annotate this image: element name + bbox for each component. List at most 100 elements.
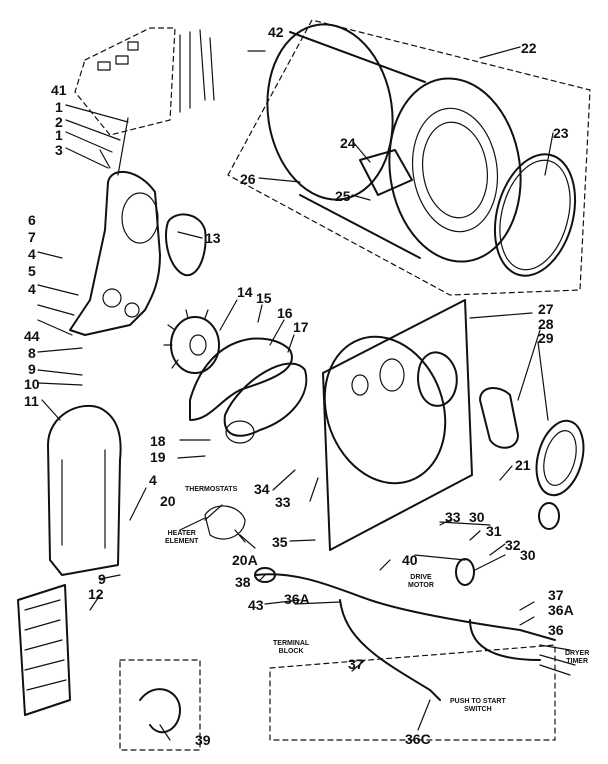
part-label: 15 — [256, 290, 272, 306]
idler-wheel — [538, 502, 560, 530]
bulkhead-port — [379, 358, 405, 392]
part-label: 36A — [548, 602, 574, 618]
motor-pulley — [455, 558, 475, 586]
part-label: 29 — [538, 330, 554, 346]
part-label: 30 — [469, 509, 485, 525]
part-label: 4 — [28, 246, 36, 262]
part-label: 27 — [538, 301, 554, 317]
part-label: 1 — [55, 99, 63, 115]
exhaust-grill — [535, 419, 585, 497]
drum-outline — [227, 19, 591, 296]
part-label: 23 — [553, 125, 569, 141]
part-label: 34 — [254, 481, 270, 497]
part-label: 21 — [515, 457, 531, 473]
blower-housing — [69, 170, 161, 336]
part-label: 37 — [548, 587, 564, 603]
seal-ring — [164, 213, 207, 277]
part-label: 20 — [160, 493, 176, 509]
bulkhead-port — [351, 374, 369, 396]
element-coils — [24, 599, 67, 691]
part-label: 8 — [28, 345, 36, 361]
part-label: 14 — [237, 284, 253, 300]
caption-drive-motor: DRIVE MOTOR — [408, 574, 434, 589]
part-label: 25 — [335, 188, 351, 204]
harness-main — [254, 573, 556, 641]
part-label: 9 — [28, 361, 36, 377]
part-label: 4 — [28, 281, 36, 297]
idler-assembly — [223, 362, 308, 437]
part-label: 39 — [195, 732, 211, 748]
motor-links — [414, 521, 491, 561]
wire-clip — [139, 688, 181, 734]
caption-thermostats: THERMOSTATS — [185, 486, 238, 493]
part-label: 5 — [28, 263, 36, 279]
caption-push-to-start: PUSH TO START SWITCH — [450, 698, 506, 713]
leader-lines — [37, 46, 554, 741]
part-label: 19 — [150, 449, 166, 465]
part-label: 12 — [88, 586, 104, 602]
thermostat — [204, 505, 246, 540]
part-label: 36 — [548, 622, 564, 638]
caption-dryer-timer: DRYER TIMER — [565, 650, 590, 665]
part-label: 26 — [240, 171, 256, 187]
part-label: 44 — [24, 328, 40, 344]
part-label: 4 — [149, 472, 157, 488]
part-label: 13 — [205, 230, 221, 246]
part-label: 17 — [293, 319, 309, 335]
heater-edges — [61, 449, 106, 549]
drum-seal-inner — [499, 159, 571, 271]
kit-screws — [179, 29, 215, 113]
wire-lead — [99, 117, 129, 176]
harness-branch — [339, 599, 441, 701]
part-label: 9 — [98, 571, 106, 587]
harness-branch — [469, 619, 541, 661]
housing-hole — [102, 288, 122, 308]
part-label: 22 — [521, 40, 537, 56]
part-label: 24 — [340, 135, 356, 151]
part-label: 1 — [55, 127, 63, 143]
part-label: 20A — [232, 552, 258, 568]
blower-opening — [121, 192, 159, 244]
part-label: 16 — [277, 305, 293, 321]
part-label: 11 — [24, 393, 39, 409]
heating-element — [17, 584, 71, 716]
part-label: 18 — [150, 433, 166, 449]
kit-part — [127, 41, 139, 51]
part-label: 40 — [402, 552, 418, 568]
part-label: 2 — [55, 114, 63, 130]
caption-terminal-block: TERMINAL BLOCK — [273, 640, 310, 655]
part-label: 10 — [24, 376, 40, 392]
part-label: 3 — [55, 142, 63, 158]
drum-seal — [493, 153, 577, 277]
part-label: 38 — [235, 574, 251, 590]
part-label: 41 — [51, 82, 67, 98]
blower-fins — [163, 309, 209, 369]
part-label: 36C — [405, 731, 431, 747]
part-label: 36A — [284, 591, 310, 607]
harness-connector — [254, 567, 276, 583]
exhaust-grill-inner — [543, 430, 577, 486]
kit-outline — [74, 27, 176, 136]
part-label: 35 — [272, 534, 288, 550]
blower-wheel — [170, 316, 220, 374]
heater-box — [47, 404, 122, 576]
part-label: 31 — [486, 523, 502, 539]
bulkhead-opening — [323, 335, 447, 485]
harness-baseplate — [269, 644, 556, 741]
part-label: 32 — [505, 537, 521, 553]
caption-heater-element: HEATER ELEMENT — [165, 530, 199, 545]
kit-39-outline — [119, 659, 201, 751]
part-label: 33 — [275, 494, 291, 510]
lint-filter — [479, 387, 519, 449]
bulkhead-vent — [417, 351, 458, 407]
part-label: 33 — [445, 509, 461, 525]
thermostat-wires — [179, 517, 256, 549]
drive-belt — [189, 337, 293, 421]
part-label: 42 — [268, 24, 284, 40]
rear-bulkhead — [322, 299, 473, 551]
part-label: 43 — [248, 597, 264, 613]
housing-hole — [124, 302, 140, 318]
part-label: 30 — [520, 547, 536, 563]
blower-hub — [189, 334, 207, 356]
